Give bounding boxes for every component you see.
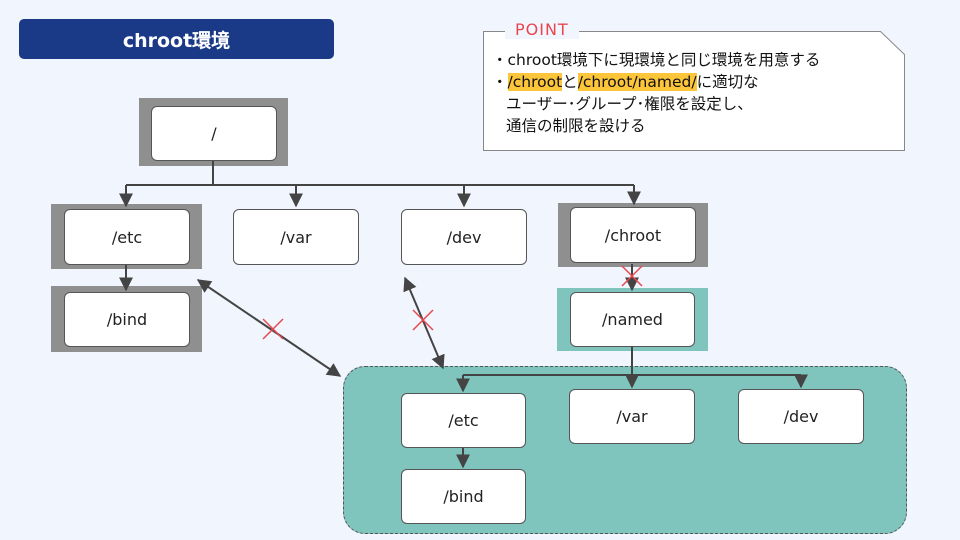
folded-corner-icon	[880, 31, 905, 55]
bullet: ・	[492, 73, 508, 91]
node-var: /var	[233, 209, 359, 265]
chroot-node-var: /var	[569, 389, 695, 444]
line-2-suffix: に適切な	[696, 73, 759, 91]
highlight-chroot: /chroot	[507, 73, 563, 91]
node-root: /	[151, 106, 277, 161]
point-line-3: ユーザー･グループ･権限を設定し、	[506, 95, 753, 113]
conjunction: と	[562, 73, 578, 91]
blocked-cross-icon	[262, 265, 643, 340]
point-label: POINT	[505, 20, 579, 39]
chroot-node-etc: /etc	[401, 393, 526, 448]
point-callout	[483, 31, 905, 151]
page-title: chroot環境	[19, 19, 334, 59]
node-named: /named	[570, 292, 695, 347]
point-line-4: 通信の制限を設ける	[506, 117, 646, 135]
node-bind: /bind	[64, 292, 190, 347]
chroot-node-bind: /bind	[401, 469, 526, 524]
node-chroot: /chroot	[570, 207, 696, 263]
node-dev: /dev	[401, 209, 527, 265]
node-etc: /etc	[64, 209, 190, 265]
highlight-chroot-named: /chroot/named/	[577, 73, 697, 91]
chroot-node-dev: /dev	[738, 389, 864, 444]
point-line-2: ・/chrootと/chroot/named/に適切な	[492, 71, 820, 93]
point-text: ・chroot環境下に現環境と同じ環境を用意する ・/chrootと/chroo…	[492, 49, 820, 137]
point-line-1: ・chroot環境下に現環境と同じ環境を用意する	[492, 51, 821, 69]
